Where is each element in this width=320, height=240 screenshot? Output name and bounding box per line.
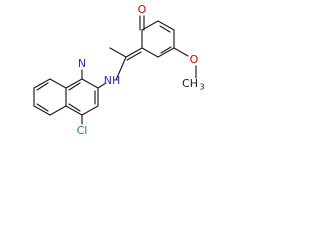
double-bond <box>68 103 81 112</box>
bond <box>97 82 107 89</box>
bond <box>33 105 51 116</box>
bond <box>49 105 67 116</box>
bond <box>33 78 51 89</box>
bond <box>125 47 143 58</box>
chlorine-label: Cl <box>77 124 88 137</box>
bond <box>157 47 175 58</box>
bond <box>49 78 67 89</box>
methyl-text: CH <box>182 77 198 90</box>
bond <box>141 20 159 31</box>
double-bond <box>36 82 49 91</box>
methyl-subscript: 3 <box>199 83 204 92</box>
imine-linker <box>109 47 143 61</box>
quinoline-ring <box>33 69 99 116</box>
methoxy-group <box>173 47 197 79</box>
double-bond <box>126 51 142 61</box>
double-bond <box>159 25 171 33</box>
bond <box>65 78 83 89</box>
carbonyl-oxygen-label: O <box>138 3 147 16</box>
bond <box>81 105 99 116</box>
bond <box>141 47 159 58</box>
bond <box>173 47 189 57</box>
amine-linker <box>97 56 127 89</box>
methoxy-oxygen-label: O <box>190 53 199 66</box>
double-bond <box>68 82 81 91</box>
bond <box>81 78 99 89</box>
double-bond <box>160 46 172 54</box>
bond <box>65 105 83 116</box>
bond <box>115 56 127 81</box>
chemical-structure: O O CH 3 N NH Cl <box>33 3 205 137</box>
structure-canvas: O O CH 3 N NH Cl <box>0 0 217 158</box>
bond <box>157 20 175 31</box>
methyl-label: CH 3 <box>182 77 205 92</box>
double-bond <box>36 103 49 112</box>
quinoline-nitrogen-label: N <box>78 57 86 70</box>
phenol-ring <box>139 15 175 58</box>
amine-label: NH <box>104 74 121 87</box>
bond <box>109 47 127 58</box>
